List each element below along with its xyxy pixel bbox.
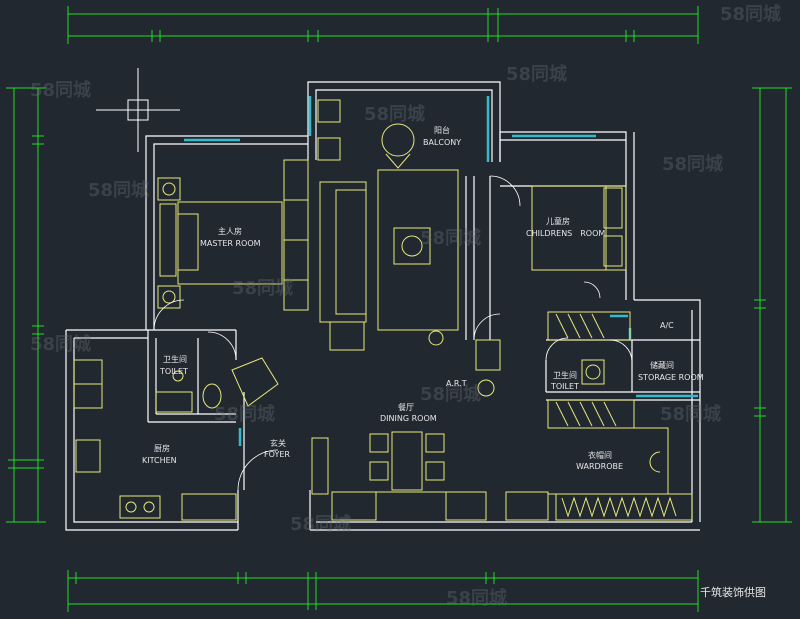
art-label: A.R.T — [446, 379, 467, 388]
balcony-label-cn: 阳台 — [434, 125, 450, 135]
balcony-label-en: BALCONY — [423, 138, 461, 147]
toilet1-label-cn: 卫生间 — [163, 354, 187, 364]
storage-label-en: STORAGE ROOM — [638, 373, 704, 382]
foyer-label-cn: 玄关 — [270, 438, 286, 448]
dimension-lines — [6, 6, 792, 612]
children-room-label-cn: 儿童房 — [546, 216, 570, 226]
kitchen-label-cn: 厨房 — [154, 443, 170, 453]
svg-text:58同城: 58同城 — [446, 587, 507, 609]
svg-text:58同城: 58同城 — [660, 403, 721, 425]
svg-text:58同城: 58同城 — [290, 513, 351, 535]
svg-text:58同城: 58同城 — [662, 153, 723, 175]
dining-label-en: DINING ROOM — [380, 414, 437, 423]
svg-text:58同城: 58同城 — [232, 277, 293, 299]
svg-text:58同城: 58同城 — [30, 333, 91, 355]
svg-text:58同城: 58同城 — [720, 3, 781, 25]
master-room-label-en: MASTER ROOM — [200, 239, 261, 248]
master-room-label-cn: 主人房 — [218, 226, 242, 236]
door-swings — [153, 175, 633, 491]
svg-text:58同城: 58同城 — [506, 63, 567, 85]
svg-text:58同城: 58同城 — [420, 227, 481, 249]
wardrobe-label-cn: 衣帽间 — [588, 450, 612, 460]
svg-text:58同城: 58同城 — [88, 179, 149, 201]
children-room-label-en: CHILDRENS ROOM — [526, 229, 605, 238]
windows — [184, 96, 698, 446]
watermarks: 58同城 58同城 58同城 58同城 58同城 58同城 58同城 58同城 … — [30, 3, 781, 609]
toilet1-label-en: TOILET — [159, 367, 188, 376]
svg-text:58同城: 58同城 — [364, 103, 425, 125]
storage-label-cn: 储藏间 — [650, 360, 674, 370]
wardrobe-label-en: WARDROBE — [576, 462, 623, 471]
credit-caption: 千筑装饰供图 — [700, 585, 766, 599]
kitchen-label-en: KITCHEN — [142, 456, 177, 465]
toilet2-label-en: TOILET — [550, 382, 579, 391]
dining-label-cn: 餐厅 — [398, 403, 414, 412]
toilet2-label-cn: 卫生间 — [553, 370, 577, 380]
crosshair-marker — [96, 68, 180, 152]
furniture — [73, 99, 693, 521]
svg-text:58同城: 58同城 — [214, 403, 275, 425]
foyer-label-en: FOYER — [264, 450, 290, 459]
ac-label: A/C — [660, 321, 674, 330]
svg-text:58同城: 58同城 — [420, 383, 481, 405]
svg-text:58同城: 58同城 — [30, 79, 91, 101]
